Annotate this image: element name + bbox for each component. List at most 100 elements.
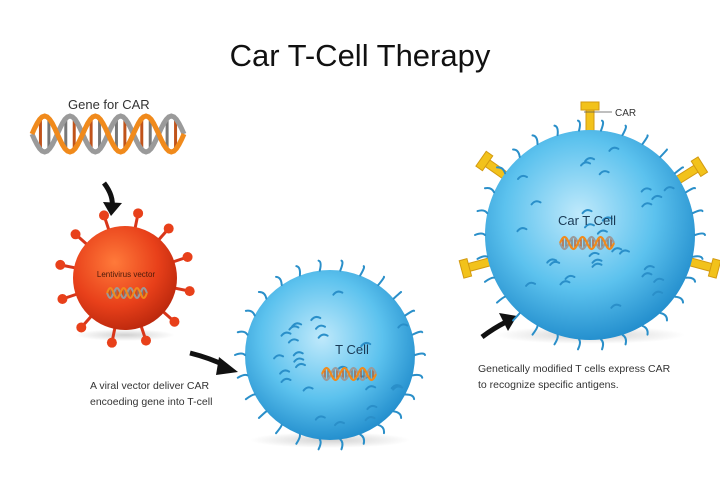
cell-hair xyxy=(576,119,581,132)
cell-hair xyxy=(365,385,377,391)
cell-hair xyxy=(643,265,655,271)
cell-hair xyxy=(310,315,322,322)
car-receptor-head xyxy=(690,156,709,178)
cell-hair xyxy=(236,330,249,336)
cell-hair xyxy=(292,351,304,357)
dna-strand xyxy=(559,235,615,251)
cell-hair xyxy=(392,385,404,391)
cell-hair xyxy=(288,325,300,331)
cell-hair xyxy=(414,352,426,356)
cell-hair xyxy=(694,232,706,236)
car-caption-line2: to recognize specific antigens. xyxy=(478,379,619,391)
cell-hair xyxy=(359,433,366,445)
cell-hair xyxy=(691,255,704,260)
cell-hair xyxy=(314,415,326,421)
cell-hair xyxy=(598,170,610,176)
cell-hair xyxy=(641,272,653,278)
arrow-head-icon xyxy=(216,357,238,375)
virus-spike-tip xyxy=(70,229,81,240)
cell-hair xyxy=(392,410,403,419)
cell-hair xyxy=(559,280,571,286)
virus-spike-tip xyxy=(133,208,144,219)
cell-hair xyxy=(334,421,346,427)
car-label: CAR xyxy=(615,108,636,119)
lentivirus-vector xyxy=(55,208,195,348)
arrow-icon xyxy=(480,319,508,340)
cell-hair xyxy=(397,323,409,329)
virus-spike-tip xyxy=(55,259,66,270)
cell-hair xyxy=(580,161,592,167)
virus-caption-line1: A viral vector deliver CAR xyxy=(90,380,209,392)
car-receptor-head xyxy=(475,150,494,172)
cell-hair xyxy=(392,291,403,300)
cell-hair xyxy=(339,438,344,451)
cell-hair xyxy=(608,146,620,152)
cell-hair xyxy=(531,134,539,146)
cell-hair xyxy=(546,258,558,264)
cell-hair xyxy=(640,187,652,193)
cell-hair xyxy=(273,354,285,360)
cell-hair xyxy=(549,260,561,266)
virus-spike-tip xyxy=(76,322,87,333)
cell-hair xyxy=(691,209,704,215)
cell-hair xyxy=(525,281,537,287)
cell-hair xyxy=(302,386,314,392)
virus-spike-tip xyxy=(184,286,195,297)
virus-spike-tip xyxy=(106,337,117,348)
virus-label: Lentivirus vector xyxy=(97,270,156,279)
cell-hair xyxy=(257,291,268,300)
cell-hair xyxy=(599,338,605,351)
cell-hair xyxy=(360,341,372,348)
cell-hair xyxy=(495,295,507,304)
cell-hair xyxy=(591,258,603,264)
t-cell xyxy=(234,259,426,451)
cell-hair xyxy=(516,227,528,233)
cell-hair xyxy=(641,202,653,208)
cell-hair xyxy=(476,209,489,215)
car-receptor-head xyxy=(707,258,720,279)
cell-hair xyxy=(653,277,665,283)
cell-hair xyxy=(315,324,326,330)
cell-hair xyxy=(287,338,299,344)
cell-hair xyxy=(317,333,329,339)
cell-hair xyxy=(618,249,630,255)
virus-dna-icon xyxy=(106,286,148,300)
cell-hair xyxy=(673,166,685,175)
cell-hair xyxy=(663,186,675,192)
car-receptor-head xyxy=(458,258,473,279)
virus-spike-tip xyxy=(99,210,110,221)
cell-hair xyxy=(512,312,521,322)
virus-body xyxy=(73,226,177,330)
cell-hair xyxy=(377,423,386,435)
car-receptor xyxy=(580,101,600,133)
arrow-head-icon xyxy=(499,313,517,331)
cell-hair xyxy=(601,216,613,222)
cell-hair xyxy=(295,433,301,445)
cell-hair xyxy=(377,275,386,287)
cell-hair xyxy=(366,404,378,411)
car-receptor xyxy=(687,257,720,279)
cell-hair xyxy=(684,276,697,283)
dna-strand xyxy=(106,286,148,300)
cell-hair xyxy=(234,352,246,356)
cell-hair xyxy=(651,194,663,201)
cell-hair xyxy=(583,223,595,229)
dna-strand xyxy=(29,113,187,155)
virus-spike-tip xyxy=(140,335,151,346)
cell-hair xyxy=(576,338,581,351)
cell-hair xyxy=(588,251,600,258)
cell-hair xyxy=(564,274,576,280)
cell-hair xyxy=(411,373,424,379)
page-title: Car T-Cell Therapy xyxy=(230,38,491,73)
cell-hair xyxy=(610,303,622,309)
cell-hair xyxy=(359,265,366,277)
cell-hair xyxy=(476,255,489,260)
car-receptor-head xyxy=(580,101,600,111)
cell-hair xyxy=(684,186,697,194)
cell-hair xyxy=(317,438,322,451)
cell-hair xyxy=(591,262,603,268)
cell-hair xyxy=(295,362,307,369)
cell-hair xyxy=(596,229,608,235)
virus-spike-tip xyxy=(57,293,68,304)
